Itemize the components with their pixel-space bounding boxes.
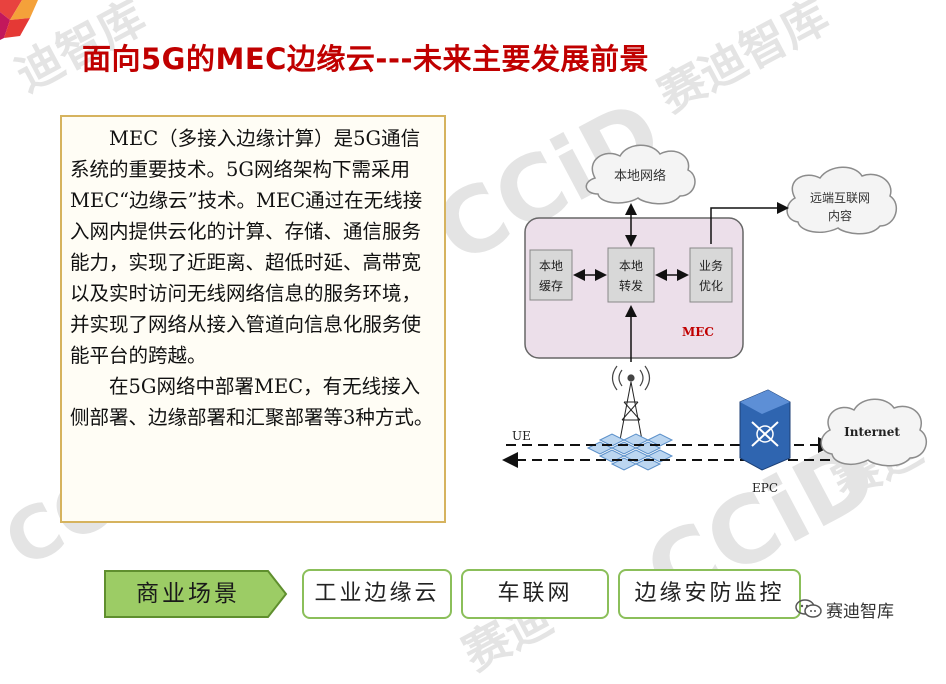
- local-cache-box: 本地 缓存: [529, 249, 573, 301]
- brand-name: 赛迪智库: [826, 602, 894, 622]
- nav-item-edge-security-monitoring[interactable]: 边缘安防监控: [618, 569, 801, 619]
- epc-switch-icon: [739, 389, 791, 471]
- ue-label: UE: [512, 429, 531, 443]
- mec-label: MEC: [682, 325, 714, 339]
- description-box: MEC（多接入边缘计算）是5G通信系统的重要技术。5G网络架构下需采用MEC“边…: [60, 115, 446, 523]
- service-optimize-label-2: 优化: [699, 279, 723, 293]
- nav-current-business-scenario[interactable]: 商业场景: [103, 569, 288, 619]
- local-network-cloud: 本地网络: [585, 144, 696, 205]
- mec-network-diagram: 本地网络 远端互联网 内容 本地 缓存 本地 转发 业务 优化 MEC: [502, 144, 928, 495]
- local-forward-label-1: 本地: [619, 259, 643, 273]
- local-forward-box: 本地 转发: [607, 247, 655, 303]
- nav-current-arrow-shape: [104, 570, 288, 618]
- description-paragraph-2: 在5G网络中部署MEC，有无线接入侧部署、边缘部署和汇聚部署等3种方式。: [70, 375, 434, 429]
- remote-internet-cloud: 远端互联网 内容: [786, 166, 898, 235]
- local-cache-label-2: 缓存: [539, 279, 563, 293]
- watermark: 赛迪智库: [649, 0, 838, 123]
- nav-item-iov[interactable]: 车联网: [461, 569, 609, 619]
- service-optimize-box: 业务 优化: [689, 247, 733, 303]
- nav-item-industrial-edge-cloud[interactable]: 工业边缘云: [302, 569, 452, 619]
- internet-cloud: Internet: [820, 398, 928, 467]
- local-forward-label-2: 转发: [619, 278, 643, 293]
- arrow-optimize-remote: [710, 202, 789, 244]
- epc-label: EPC: [752, 481, 778, 495]
- description-paragraph-1: MEC（多接入边缘计算）是5G通信系统的重要技术。5G网络架构下需采用MEC“边…: [70, 127, 423, 367]
- nav-current-label: 商业场景: [136, 581, 240, 607]
- internet-label: Internet: [844, 425, 900, 439]
- local-network-label: 本地网络: [614, 168, 666, 184]
- antenna-signal-icon: [611, 365, 651, 391]
- cell-grid-icon: [586, 433, 674, 471]
- service-optimize-label-1: 业务: [699, 258, 723, 273]
- wechat-icon: [795, 599, 822, 618]
- scenario-nav: 商业场景 工业边缘云 车联网 边缘安防监控: [0, 560, 946, 630]
- remote-internet-label-line2: 内容: [828, 208, 852, 223]
- local-cache-label-1: 本地: [539, 259, 563, 273]
- base-station-tower-icon: [619, 381, 643, 441]
- ccid-corner-logo-icon: [0, 0, 38, 40]
- slide-title: 面向5G的MEC边缘云---未来主要发展前景: [82, 42, 650, 76]
- remote-internet-label-line1: 远端互联网: [810, 191, 870, 205]
